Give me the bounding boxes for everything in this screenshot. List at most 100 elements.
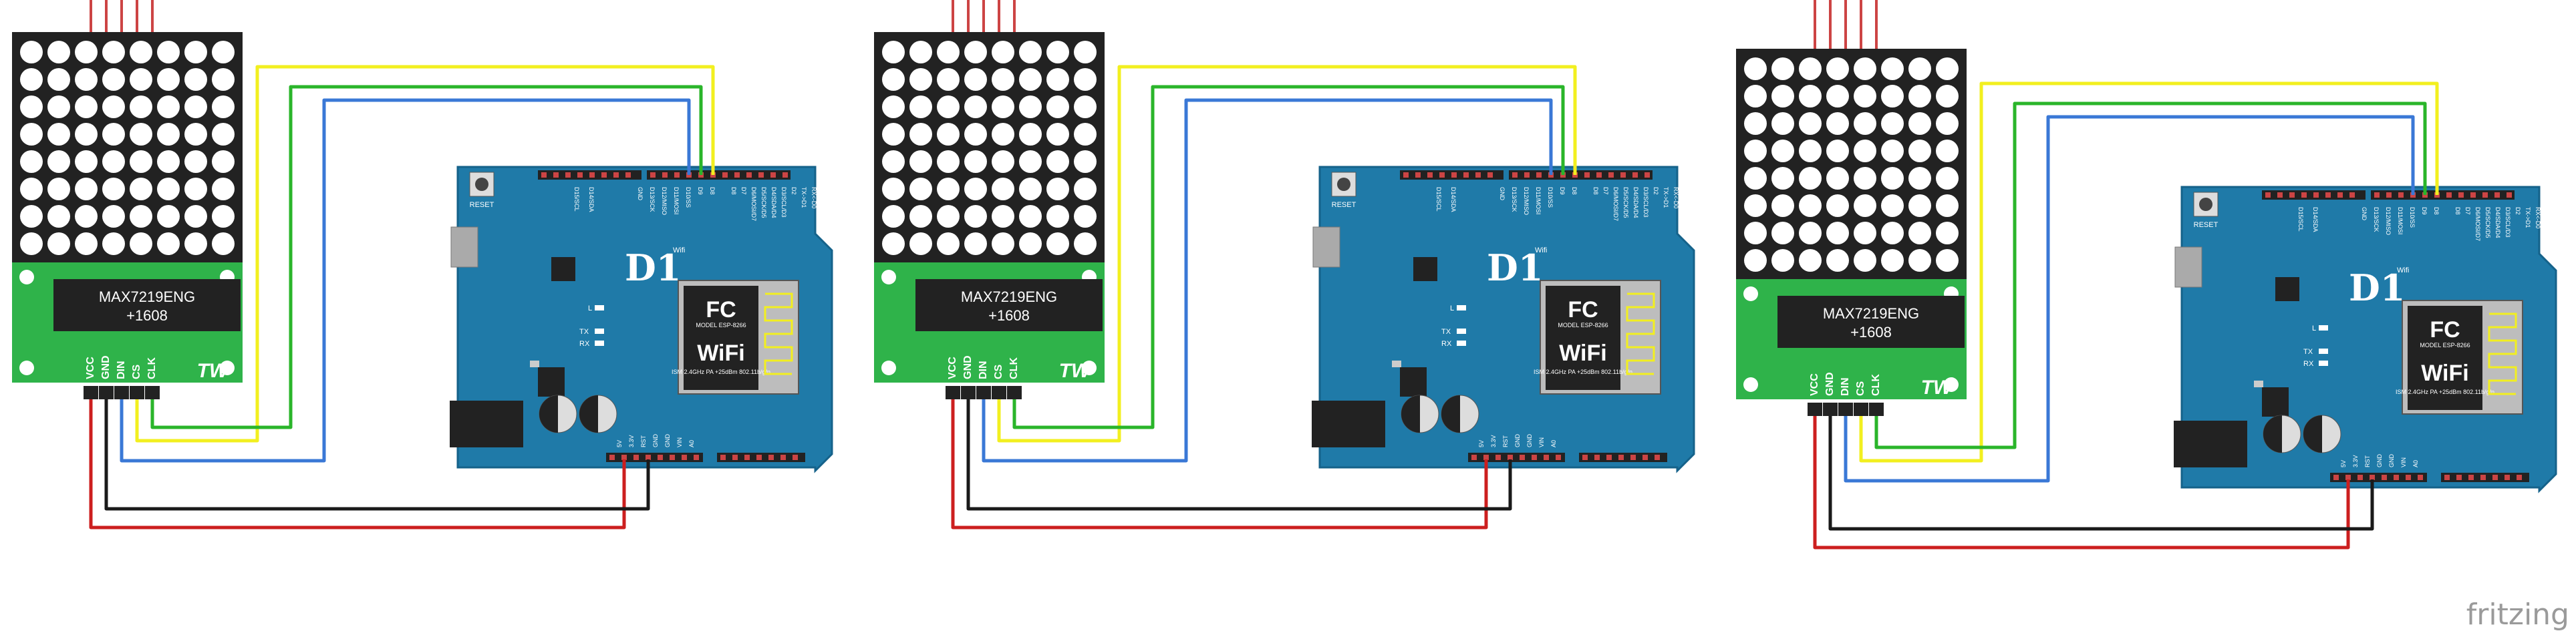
header-pin: [2394, 475, 2399, 480]
led-dot: [20, 178, 43, 200]
top-header-label: D10/SS: [1547, 187, 1554, 208]
led-dot: [1908, 140, 1931, 162]
header-pin: [1642, 455, 1648, 460]
led-dot: [1074, 123, 1097, 146]
top-header-label: D2: [791, 187, 797, 195]
capacitor-band: [2263, 415, 2282, 453]
header-pin: [1596, 172, 1602, 178]
mount-hole: [1743, 377, 1758, 392]
led-dot: [1881, 112, 1904, 135]
led-dot: [1744, 112, 1767, 135]
led-dot: [1744, 167, 1767, 190]
header-pin: [2386, 192, 2392, 198]
header-pin: [577, 172, 583, 178]
led-label-rx: RX: [1441, 340, 1452, 348]
bottom-header-power: [2330, 473, 2427, 482]
board-name: D1: [625, 246, 681, 289]
pin-socket: [1007, 386, 1022, 399]
led-dot: [184, 150, 207, 173]
esp-shield: [684, 286, 758, 390]
header-pin: [2349, 192, 2355, 198]
chip-label: MAX7219ENG: [99, 288, 195, 305]
header-pin: [609, 455, 615, 460]
pin-label-clk: CLK: [146, 357, 158, 379]
led-label-tx: TX: [2303, 348, 2313, 356]
led-dot: [130, 41, 152, 63]
led-dot: [212, 232, 235, 255]
led-dot: [964, 123, 987, 146]
esp-shield: [1546, 286, 1620, 390]
header-pin: [1471, 455, 1477, 460]
header-pin: [2468, 475, 2474, 480]
led-dot: [992, 41, 1014, 63]
esp-fcc-logo: FC: [2430, 317, 2460, 343]
led-dot: [1744, 249, 1767, 272]
led-l: [595, 305, 604, 310]
led-dot: [1799, 194, 1822, 217]
board-name: D1: [1487, 246, 1543, 289]
bottom-header-label: RST: [640, 435, 647, 447]
esp-model: MODEL ESP-8266: [1558, 322, 1608, 329]
pin-socket: [145, 386, 160, 399]
led-dot: [212, 150, 235, 173]
header-pin: [793, 455, 798, 460]
regulator-pin: [2254, 381, 2263, 387]
bottom-header-label: GND: [664, 434, 671, 448]
header-pin: [2517, 475, 2522, 480]
led-dot: [1046, 41, 1069, 63]
led-dot: [1854, 112, 1876, 135]
top-header-label: D13/SCK: [1511, 187, 1518, 212]
top-header-label: D7: [2464, 207, 2471, 215]
esp-text: ISM 2.4GHz PA +25dBm 802.11b/g/n: [672, 369, 770, 375]
header-pin: [746, 172, 752, 178]
top-header-label: D15/SCL: [1435, 187, 1442, 212]
led-dot: [1908, 57, 1931, 80]
pin-label-cs: CS: [993, 364, 1004, 379]
pin-label-vcc: VCC: [947, 357, 958, 379]
board-wifi-label: Wifi: [2397, 266, 2409, 274]
led-dot: [909, 205, 932, 228]
led-dot: [1019, 232, 1042, 255]
header-pin: [734, 172, 740, 178]
board-name: D1: [2349, 266, 2405, 309]
header-pin: [770, 172, 776, 178]
header-pin: [2492, 475, 2498, 480]
led-dot: [937, 123, 960, 146]
led-dot: [157, 95, 180, 118]
led-dot: [1744, 194, 1767, 217]
header-pin: [1415, 172, 1421, 178]
header-pin: [1495, 455, 1501, 460]
led-dot: [130, 68, 152, 91]
led-dot: [75, 205, 98, 228]
tw-logo: TW: [197, 360, 230, 382]
led-dot: [1019, 150, 1042, 173]
header-pin: [2480, 475, 2486, 480]
chip-sub-label: +1608: [988, 307, 1030, 324]
bottom-header-label: A0: [688, 440, 695, 447]
chip-sub-label: +1608: [1850, 324, 1892, 341]
pin-label-clk: CLK: [1870, 374, 1882, 396]
capacitor-band: [579, 395, 598, 433]
led-dot: [964, 232, 987, 255]
header-pin: [2382, 475, 2387, 480]
led-dot: [909, 95, 932, 118]
header-pin: [2345, 475, 2351, 480]
led-dot: [184, 41, 207, 63]
wire-din-2: [982, 98, 1553, 463]
led-l: [2319, 325, 2328, 331]
led-dot: [130, 232, 152, 255]
led-dot: [157, 178, 180, 200]
led-dot: [75, 178, 98, 200]
led-dot: [1019, 41, 1042, 63]
led-dot: [937, 68, 960, 91]
led-dot: [1019, 68, 1042, 91]
led-dot: [1826, 112, 1849, 135]
led-dot: [47, 123, 70, 146]
header-pin: [674, 172, 680, 178]
led-dot: [882, 232, 905, 255]
header-pin: [1606, 455, 1612, 460]
pin-socket: [992, 386, 1006, 399]
led-dot: [1881, 249, 1904, 272]
top-header-label: D3/SCL/D3: [1642, 187, 1649, 218]
top-header-label: D8: [1592, 187, 1599, 195]
